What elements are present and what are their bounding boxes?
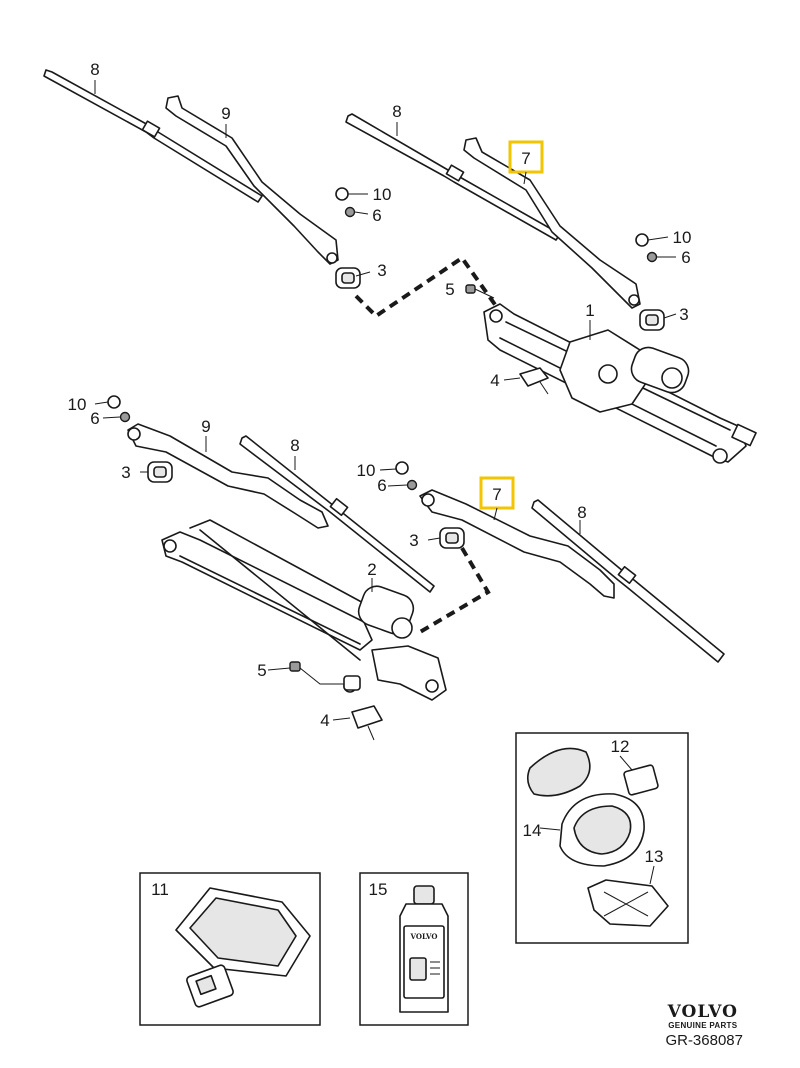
callout-top-nut-left: 6	[372, 206, 381, 225]
top-wiper-arm-left	[165, 95, 339, 265]
mid-clip	[351, 705, 383, 741]
callout-top-bolt: 5	[445, 280, 454, 299]
mid-wiper-arm-left	[127, 423, 329, 529]
volvo-logo: VOLVO	[667, 1002, 738, 1022]
callout-top-arm-right: 7	[521, 149, 530, 168]
mid-cap	[107, 395, 121, 409]
mid-bolt	[289, 661, 344, 685]
top-motor-linkage	[483, 303, 757, 464]
callout-top-clip: 4	[490, 371, 499, 390]
callout-mid-rod-left: 8	[290, 436, 299, 455]
callout-sensor-bracket: 13	[645, 847, 664, 866]
sensor-box	[515, 732, 689, 944]
callout-mid-clip: 4	[320, 711, 329, 730]
top-wiper-rod-left	[43, 69, 263, 203]
callout-washer-fluid: 15	[369, 880, 388, 899]
top-nut-left	[344, 206, 356, 218]
washer-fluid-bottle	[399, 885, 449, 1013]
callout-top-seal-left: 3	[377, 261, 386, 280]
mid-cap-right	[395, 461, 409, 475]
callout-mid-motor: 2	[367, 560, 376, 579]
mid-wiper-arm-right	[419, 489, 615, 599]
leader-lines	[94, 80, 677, 885]
callout-top-arm-left: 9	[221, 104, 230, 123]
mid-link-dashed	[418, 546, 491, 634]
callout-mid-cap: 10	[68, 395, 87, 414]
callout-mid-seal-right: 3	[409, 531, 418, 550]
callout-mid-arm-right: 7	[492, 485, 501, 504]
sensor-cover	[559, 764, 659, 867]
callout-top-seal-right: 3	[679, 305, 688, 324]
callout-top-cap-left: 10	[373, 185, 392, 204]
callout-top-cap-right: 10	[673, 228, 692, 247]
callout-sensor-cover: 12	[611, 737, 630, 756]
callout-mid-bolt: 5	[257, 661, 266, 680]
bottle-label: VOLVO	[410, 932, 438, 941]
mid-wiper-rod-left	[239, 435, 435, 593]
top-seal-right	[639, 309, 665, 331]
callout-mid-nut: 6	[90, 409, 99, 428]
callout-mid-arm-left: 9	[201, 417, 210, 436]
callout-mid-rod-right: 8	[577, 503, 586, 522]
module-box	[139, 872, 321, 1026]
callout-mid-seal-left: 3	[121, 463, 130, 482]
reference-code: GR-368087	[665, 1032, 743, 1049]
callout-top-nut-right: 6	[681, 248, 690, 267]
callout-mid-cap-right: 10	[357, 461, 376, 480]
callout-top-motor: 1	[585, 301, 594, 320]
mid-seal-right	[439, 527, 465, 549]
callout-top-rod-left: 8	[90, 60, 99, 79]
sensor-gel-pad	[526, 747, 591, 797]
mid-wiper-rod-right	[531, 499, 725, 663]
mid-motor-linkage	[161, 519, 447, 701]
callout-sensor-gel: 14	[523, 821, 542, 840]
top-seal-left	[335, 267, 361, 289]
brand-subtitle: GENUINE PARTS	[668, 1021, 738, 1030]
callout-top-rod-right: 8	[392, 102, 401, 121]
fluid-box	[359, 872, 469, 1026]
mid-nut-right	[406, 479, 418, 491]
top-cap-left	[335, 187, 349, 201]
mid-nut	[119, 411, 131, 423]
mid-seal-left	[147, 461, 173, 483]
brand-logo-block: VOLVO GENUINE PARTS	[668, 1003, 738, 1031]
top-nut-right	[646, 251, 658, 263]
sensor-module	[175, 887, 311, 1008]
callout-mid-nut-right: 6	[377, 476, 386, 495]
top-wiper-arm-right	[463, 137, 641, 309]
top-clip	[519, 367, 549, 395]
sensor-bracket	[587, 879, 669, 927]
callout-sensor-module: 11	[151, 880, 169, 899]
top-cap-right	[635, 233, 649, 247]
top-bolt	[465, 284, 495, 299]
top-link-dashed	[354, 255, 498, 319]
